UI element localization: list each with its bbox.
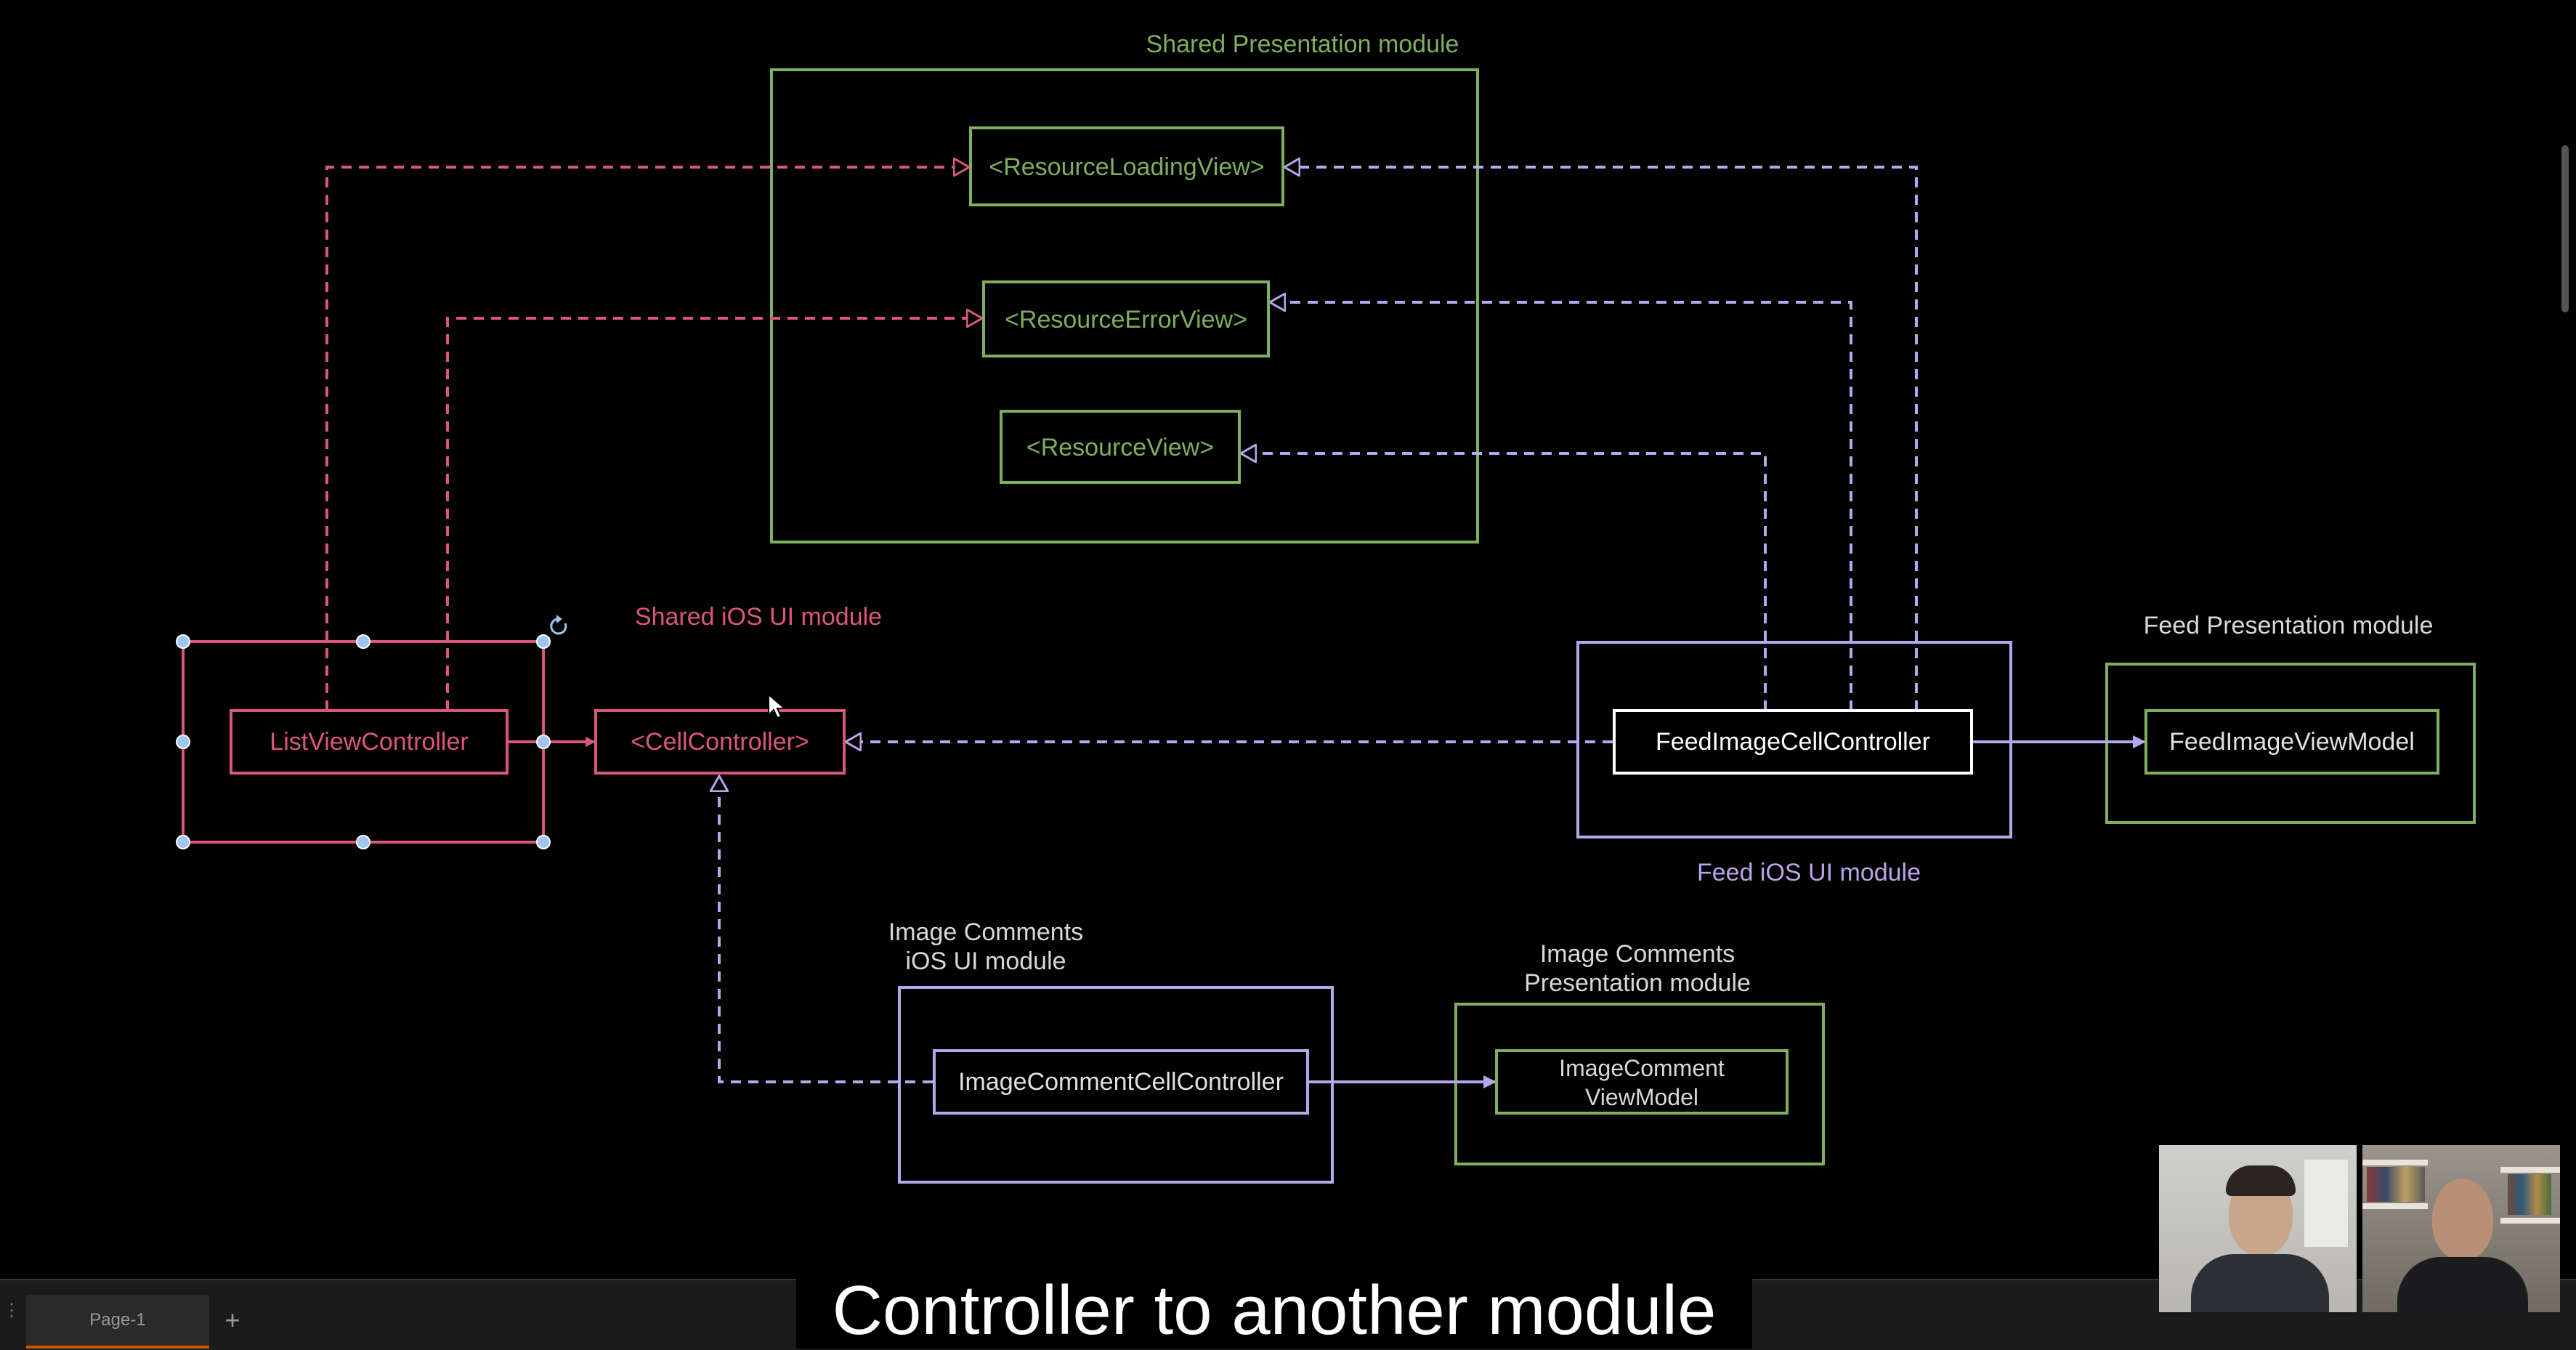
connector-listview-to-errorview[interactable] [446, 318, 982, 711]
resource-view-label: <ResourceView> [1026, 434, 1214, 461]
selection-handles[interactable] [176, 615, 567, 849]
feed-ios-ui-module-box[interactable] [1576, 641, 2012, 838]
image-comments-ios-ui-module-label-line1: Image Comments [888, 918, 1083, 946]
image-comment-cell-controller-node[interactable] [933, 1049, 1309, 1115]
plus-icon[interactable]: + [224, 1305, 240, 1335]
image-comments-ios-ui-module-box[interactable] [898, 986, 1334, 1184]
webcam-video-right [2362, 1145, 2560, 1312]
vertical-scrollbar[interactable] [2559, 145, 2570, 1264]
connector-feedcell-to-errorview[interactable] [1270, 302, 1852, 711]
shared-ios-ui-module-label: Shared iOS UI module [635, 603, 882, 631]
resize-handle[interactable] [356, 835, 370, 849]
resource-loading-view-label: <ResourceLoadingView> [989, 153, 1264, 181]
feed-image-cell-controller-node[interactable] [1613, 709, 1973, 775]
resource-error-view-node[interactable] [982, 280, 1270, 357]
grip-icon[interactable]: ⋮ [3, 1302, 20, 1330]
feed-ios-ui-module-label: Feed iOS UI module [1697, 859, 1921, 886]
list-view-controller-label: ListViewController [270, 728, 468, 756]
resize-handle[interactable] [176, 735, 190, 749]
connector-feedcell-to-resourceview[interactable] [1241, 453, 1767, 711]
video-caption: Controller to another module [796, 1273, 1752, 1349]
image-comment-cell-controller-label: ImageCommentCellController [958, 1068, 1284, 1096]
mouse-cursor-icon [768, 692, 787, 719]
resize-handle[interactable] [536, 634, 551, 649]
image-comment-view-model-label-line1: ImageComment [1559, 1055, 1725, 1081]
webcam-video-left [2159, 1145, 2357, 1312]
resize-handle[interactable] [176, 835, 190, 849]
image-comments-ios-ui-module-label-line2: iOS UI module [905, 947, 1066, 975]
feed-image-view-model-node[interactable] [2144, 709, 2439, 775]
feed-image-view-model-label: FeedImageViewModel [2169, 728, 2415, 756]
shared-presentation-module-box[interactable] [770, 68, 1479, 543]
cell-controller-label: <CellController> [631, 728, 809, 756]
feed-image-cell-controller-label: FeedImageCellController [1656, 728, 1930, 756]
connector-feedcell-to-loadingview[interactable] [1284, 167, 1918, 711]
resize-handle[interactable] [536, 835, 551, 849]
image-comments-presentation-module-label-line1: Image Comments [1540, 940, 1735, 968]
resize-handle[interactable] [536, 735, 551, 749]
feed-presentation-module-label: Feed Presentation module [2144, 612, 2434, 639]
connector-listview-to-loadingview[interactable] [325, 167, 969, 711]
connector-commentcell-to-cellcontroller[interactable] [719, 776, 933, 1083]
image-comments-presentation-module-label-line2: Presentation module [1524, 969, 1751, 997]
list-view-controller-node[interactable] [230, 709, 509, 775]
tab-page-1[interactable]: Page-1 [26, 1295, 209, 1349]
image-comment-view-model-label-line2: ViewModel [1585, 1084, 1698, 1110]
shared-presentation-module-label: Shared Presentation module [1146, 31, 1459, 58]
scrollbar-thumb[interactable] [2561, 145, 2569, 312]
resource-loading-view-node[interactable] [969, 126, 1284, 206]
cell-controller-node[interactable] [594, 709, 846, 775]
rotate-handle-icon[interactable] [550, 615, 567, 635]
resource-error-view-label: <ResourceErrorView> [1005, 306, 1247, 334]
resource-view-node[interactable] [1000, 410, 1241, 484]
image-comments-presentation-module-box[interactable] [1454, 1003, 1825, 1165]
resize-handle[interactable] [176, 634, 190, 649]
resize-handle[interactable] [356, 634, 370, 649]
image-comment-view-model-node[interactable] [1495, 1049, 1789, 1115]
